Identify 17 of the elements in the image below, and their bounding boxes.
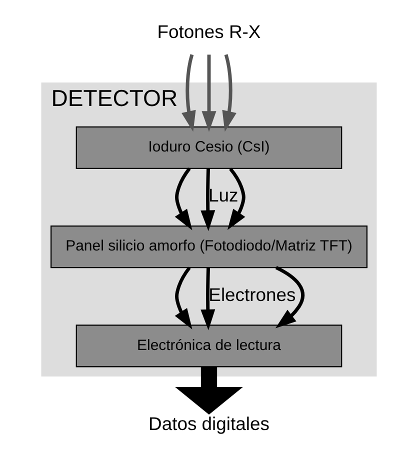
node-text: Datos digitales — [148, 412, 270, 434]
arrow — [200, 268, 216, 330]
arrow — [175, 366, 243, 415]
arrow — [174, 266, 192, 330]
node-box: Panel silicio amorfo (Fotodiodo/Matriz TFT) — [50, 225, 368, 268]
edge-label: Electrones — [208, 284, 296, 305]
node-box: Electrónica de lectura — [76, 324, 342, 368]
arrow — [222, 54, 236, 132]
node-box: Ioduro Cesio (CsI) — [76, 126, 342, 169]
edge-label: Luz — [208, 184, 238, 206]
arrow — [174, 168, 192, 230]
node-text: Fotones R-X — [157, 20, 261, 42]
arrow — [182, 54, 196, 132]
arrow — [227, 168, 246, 230]
arrow — [200, 168, 216, 232]
arrow — [202, 54, 216, 132]
arrow — [275, 266, 305, 328]
